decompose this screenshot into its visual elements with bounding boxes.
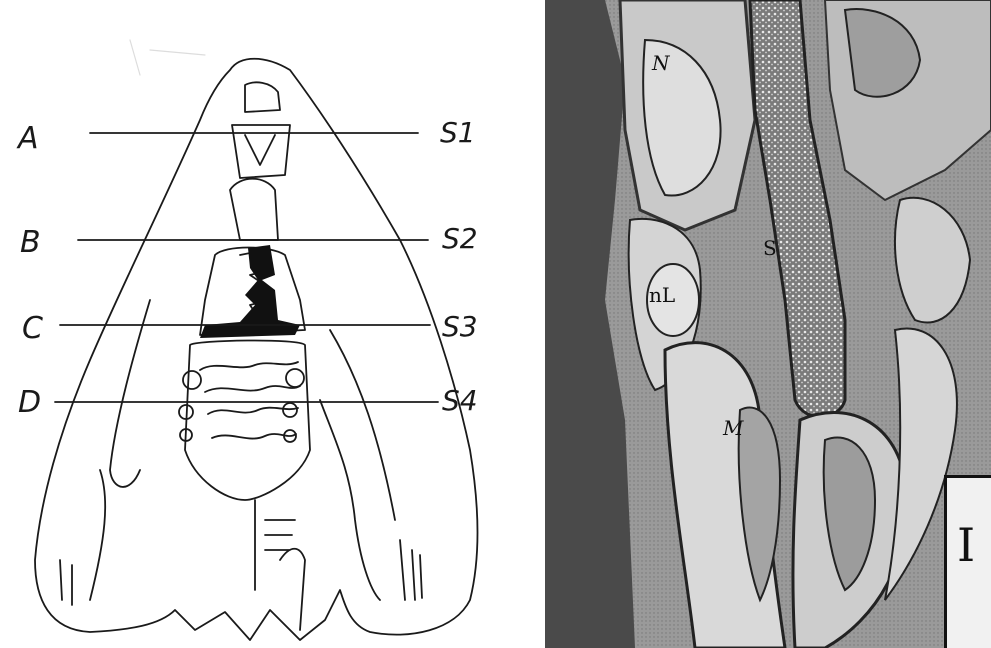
panel-letter: I (957, 518, 975, 572)
skull-schematic-panel: A B C D S1 S2 S3 S4 (0, 0, 520, 648)
section-label-s1: S1 (440, 116, 476, 149)
skull-outline (35, 59, 478, 640)
label-n: N (651, 51, 671, 75)
panel-letter-box: I (944, 475, 991, 648)
label-nl: nL (649, 283, 675, 307)
maxilla-detail (185, 340, 310, 500)
label-m: M (722, 416, 744, 440)
level-label-d: D (18, 385, 41, 420)
level-label-a: A (16, 121, 39, 156)
tooth-circles (179, 369, 304, 442)
section-label-s2: S2 (442, 222, 478, 255)
section-label-s3: S3 (442, 310, 478, 343)
label-s: S (763, 236, 777, 260)
level-label-b: B (20, 225, 41, 260)
skull-schematic-drawing: A B C D S1 S2 S3 S4 (0, 0, 520, 648)
level-label-c: C (22, 311, 43, 346)
section-lines (55, 133, 438, 402)
histology-micrograph: N S nL M (545, 0, 991, 648)
histology-micrograph-panel: N S nL M I (545, 0, 991, 648)
snout-structure (230, 82, 290, 240)
section-label-s4: S4 (442, 384, 478, 417)
side-structures (60, 300, 422, 630)
